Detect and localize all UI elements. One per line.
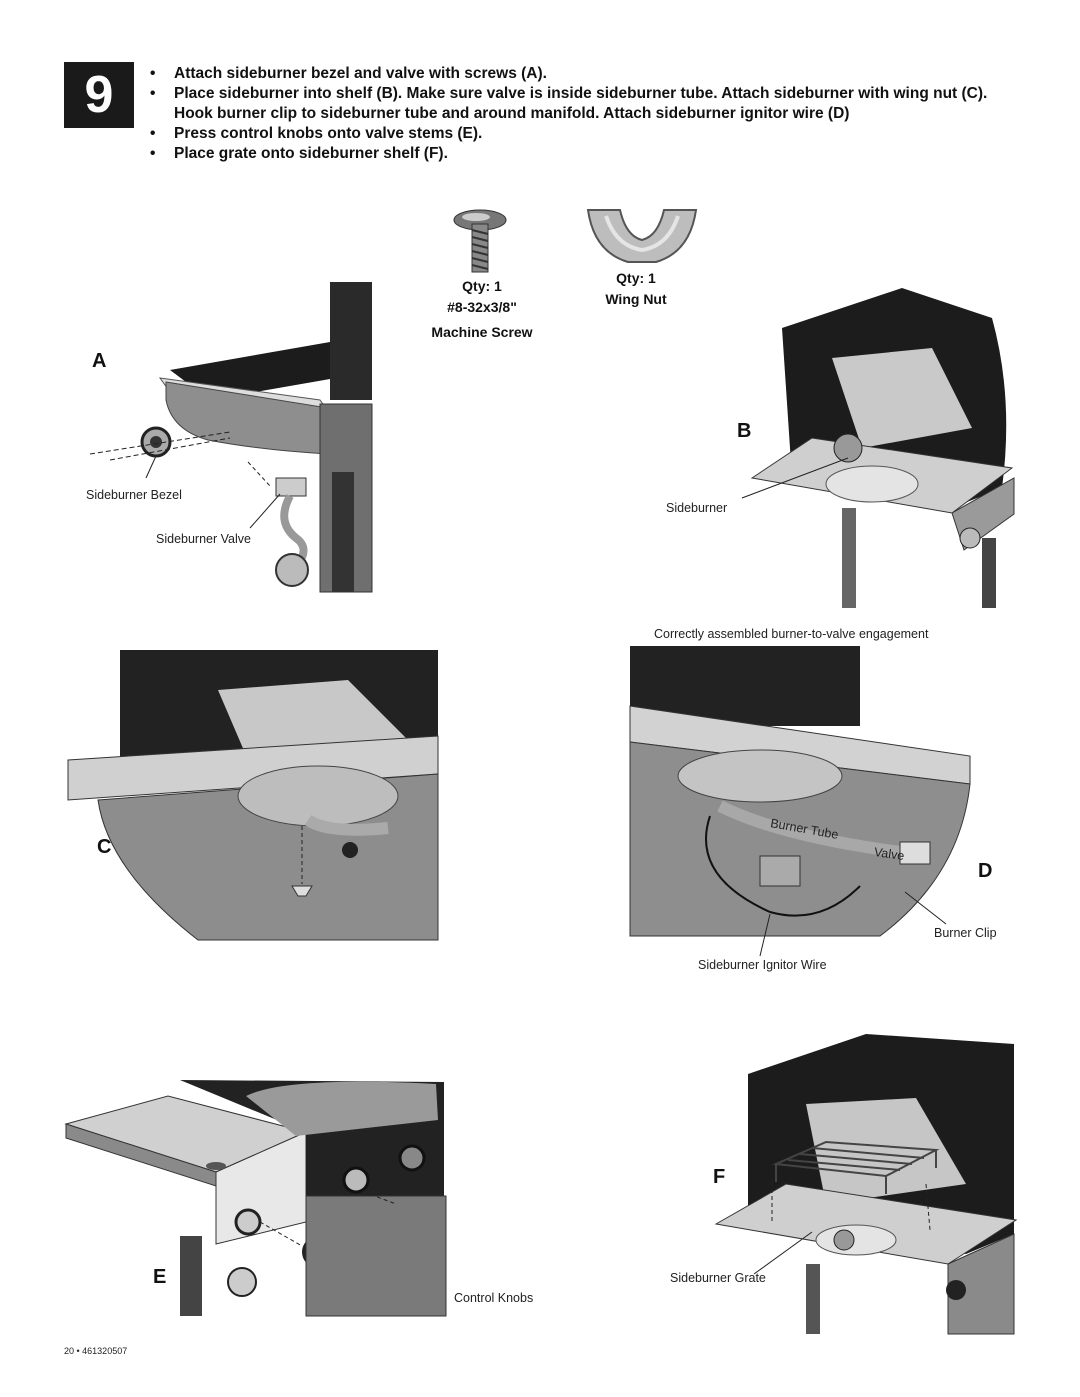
instruction-item: Press control knobs onto valve stems (E)… bbox=[148, 124, 998, 144]
instruction-list: Attach sideburner bezel and valve with s… bbox=[148, 64, 998, 164]
screw-spec: #8-32x3/8" bbox=[447, 299, 517, 315]
figure-c-letter: C bbox=[97, 836, 112, 858]
screw-name: Machine Screw bbox=[431, 324, 533, 340]
callout-sideburner-grate: Sideburner Grate bbox=[670, 1271, 766, 1285]
callout-sideburner-valve: Sideburner Valve bbox=[156, 532, 251, 546]
figure-f-letter: F bbox=[713, 1166, 726, 1188]
figure-a-illustration bbox=[89, 282, 373, 593]
page-footer: 20 • 461320507 bbox=[64, 1346, 128, 1356]
instruction-item: Place grate onto sideburner shelf (F). bbox=[148, 144, 998, 164]
wing-nut-icon bbox=[586, 209, 698, 263]
callout-ignitor-wire: Sideburner Ignitor Wire bbox=[698, 958, 827, 972]
figure-e-illustration bbox=[64, 1080, 447, 1317]
machine-screw-icon bbox=[453, 209, 507, 273]
callout-sideburner: Sideburner bbox=[666, 501, 728, 515]
screw-qty: Qty: 1 bbox=[462, 278, 502, 294]
figure-d-letter: D bbox=[978, 860, 993, 882]
instruction-item: Attach sideburner bezel and valve with s… bbox=[148, 64, 998, 84]
step-number: 9 bbox=[64, 62, 134, 128]
callout-sideburner-bezel: Sideburner Bezel bbox=[86, 488, 182, 502]
figure-c-illustration bbox=[67, 650, 439, 941]
figure-d-caption: Correctly assembled burner-to-valve enga… bbox=[654, 627, 929, 641]
wingnut-label: Qty: 1 Wing Nut bbox=[580, 268, 692, 310]
callout-control-knobs: Control Knobs bbox=[454, 1291, 534, 1305]
screw-label: Qty: 1 #8-32x3/8" Machine Screw bbox=[420, 276, 544, 343]
wingnut-qty: Qty: 1 bbox=[616, 270, 656, 286]
figure-b-illustration bbox=[741, 288, 1015, 608]
instruction-item: Place sideburner into shelf (B). Make su… bbox=[148, 84, 998, 124]
figure-d-illustration bbox=[629, 646, 971, 937]
figure-a-letter: A bbox=[92, 350, 107, 372]
callout-burner-clip: Burner Clip bbox=[934, 926, 997, 940]
wingnut-name: Wing Nut bbox=[605, 291, 667, 307]
figure-b-letter: B bbox=[737, 420, 752, 442]
figure-e-letter: E bbox=[153, 1266, 167, 1288]
figure-f-illustration bbox=[714, 1034, 1018, 1335]
